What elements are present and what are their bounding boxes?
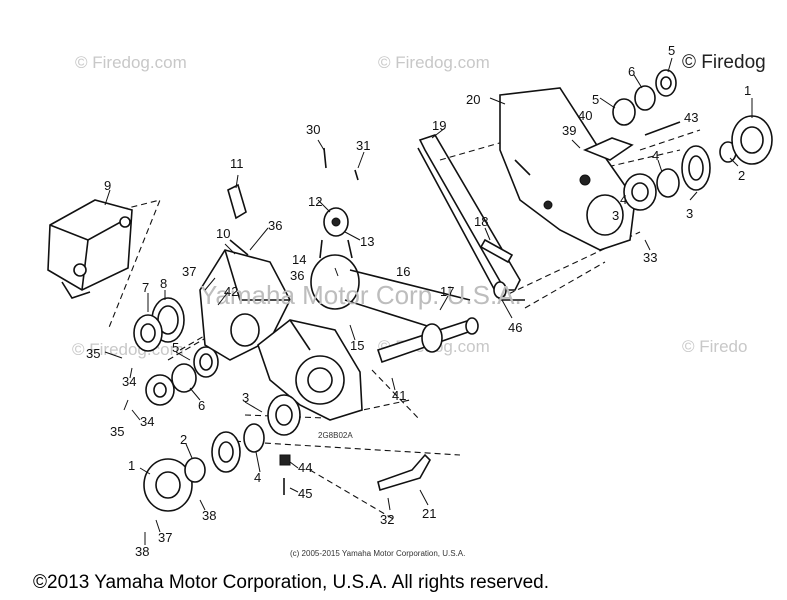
- callout-1b: 1: [128, 458, 135, 473]
- chain-19: [418, 134, 521, 291]
- callout-2b: 2: [180, 432, 187, 447]
- callout-31: 31: [356, 138, 370, 153]
- right-hub-assembly: [623, 115, 773, 211]
- callout-21: 21: [422, 506, 436, 521]
- bushing-46: [493, 281, 507, 299]
- pin-30: [323, 147, 327, 169]
- case-cover: [499, 87, 636, 251]
- callout-12: 12: [308, 194, 322, 209]
- callout-14: 14: [292, 252, 306, 267]
- nut-44: [279, 454, 291, 466]
- drawing-code: 2G8B02A: [318, 431, 353, 440]
- callout-5c: 5: [172, 340, 179, 355]
- bottom-hub-assembly: [143, 394, 301, 512]
- callout-36b: 36: [290, 268, 304, 283]
- callout-32: 32: [380, 512, 394, 527]
- callout-37: 37: [182, 264, 196, 279]
- callout-5: 5: [668, 43, 675, 58]
- callout-34b: 34: [140, 414, 154, 429]
- bolt-43: [644, 121, 681, 136]
- callout-10: 10: [216, 226, 230, 241]
- callout-3: 3: [686, 206, 693, 221]
- callout-6b: 6: [198, 398, 205, 413]
- callout-9: 9: [104, 178, 111, 193]
- footer-copyright: ©2013 Yamaha Motor Corporation, U.S.A. A…: [33, 572, 549, 593]
- callout-38b: 38: [135, 544, 149, 559]
- watermark-text: © Firedog.com: [75, 53, 187, 72]
- callout-42: 42: [224, 284, 238, 299]
- watermark-text: © Firedo: [682, 337, 747, 356]
- callout-46: 46: [508, 320, 522, 335]
- callout-38: 38: [202, 508, 216, 523]
- callout-17: 17: [440, 284, 454, 299]
- bracket-11: [227, 183, 247, 220]
- bearing-top-right: [612, 69, 677, 126]
- left-housing: [199, 239, 291, 361]
- callout-36: 36: [268, 218, 282, 233]
- callout-43: 43: [684, 110, 698, 125]
- pin-31: [354, 169, 359, 181]
- callout-18: 18: [474, 214, 488, 229]
- callout-5b: 5: [592, 92, 599, 107]
- callout-35: 35: [86, 346, 100, 361]
- callout-11: 11: [230, 156, 244, 171]
- callout-3b: 3: [612, 208, 619, 223]
- sprocket-chain: [310, 207, 471, 331]
- overlay-watermark: Yamaha Motor Corp. U.S.A.: [200, 280, 522, 310]
- callout-40: 40: [578, 108, 592, 123]
- callout-4c: 4: [254, 470, 261, 485]
- gear-cluster-left: [133, 297, 185, 352]
- callout-37b: 37: [158, 530, 172, 545]
- watermark-text: © Firedog.com: [378, 53, 490, 72]
- callout-6: 6: [628, 64, 635, 79]
- small-copyright: (c) 2005-2015 Yamaha Motor Corporation, …: [290, 549, 465, 558]
- callout-45: 45: [298, 486, 312, 501]
- callout-20: 20: [466, 92, 480, 107]
- callout-39: 39: [562, 123, 576, 138]
- callout-34: 34: [122, 374, 136, 389]
- plate-40: [582, 137, 634, 161]
- callout-44: 44: [298, 460, 312, 475]
- bracket-21: [377, 453, 431, 492]
- callout-41: 41: [392, 388, 406, 403]
- axle-shaft: [376, 317, 479, 364]
- callout-15: 15: [350, 338, 364, 353]
- callout-30: 30: [306, 122, 320, 137]
- callout-8: 8: [160, 276, 167, 291]
- bearing-left: [145, 346, 219, 406]
- callout-33: 33: [643, 250, 657, 265]
- callout-13: 13: [360, 234, 374, 249]
- callout-16: 16: [396, 264, 410, 279]
- callout-3c: 3: [242, 390, 249, 405]
- callout-7: 7: [142, 280, 149, 295]
- gearbox-housing: [47, 199, 133, 299]
- watermark-text: © Firedog: [682, 52, 766, 73]
- callout-19: 19: [432, 118, 446, 133]
- callout-4b: 4: [620, 192, 627, 207]
- pin-18: [479, 238, 514, 264]
- callout-35b: 35: [110, 424, 124, 439]
- callout-1: 1: [744, 83, 751, 98]
- chain-case-housing: [257, 319, 363, 421]
- callout-2: 2: [738, 168, 745, 183]
- callout-4: 4: [652, 148, 659, 163]
